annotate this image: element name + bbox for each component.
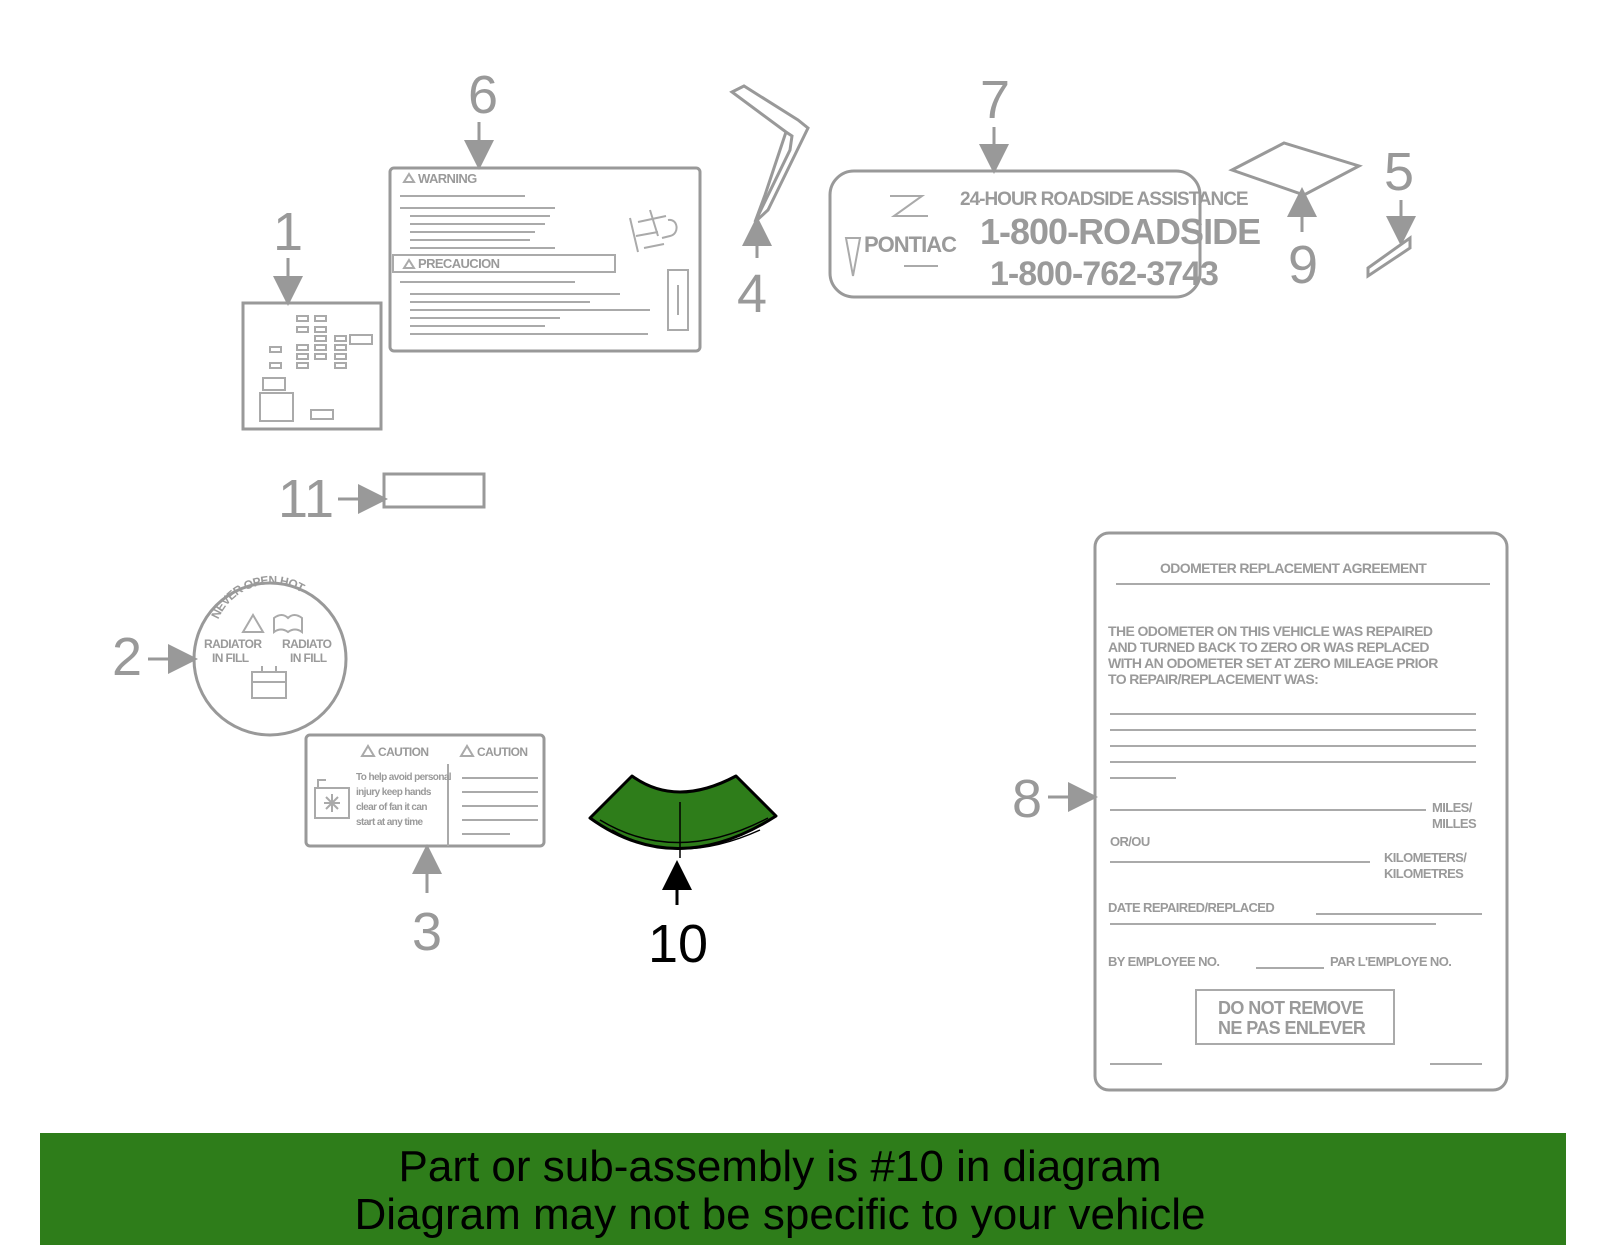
callout-7: 7 [980,70,1010,130]
kilometers-label: KILOMETERS/ [1384,850,1467,865]
odometer-para-1: THE ODOMETER ON THIS VEHICLE WAS REPAIRE… [1108,623,1433,639]
caution-line-1: To help avoid personal [356,772,452,783]
odometer-title: ODOMETER REPLACEMENT AGREEMENT [1160,560,1427,576]
odometer-para-3: WITH AN ODOMETER SET AT ZERO MILEAGE PRI… [1108,655,1438,671]
callout-11: 11 [278,469,334,529]
part-3-caution-label[interactable]: CAUTION CAUTION To help avoid personal i… [304,733,546,848]
oror-label: OR/OU [1110,834,1150,849]
roadside-phone-text: 1-800-ROADSIDE [980,211,1260,252]
fill-right-text: IN FILL [290,651,327,665]
callout-9: 9 [1288,235,1318,295]
banner-line-2: Diagram may not be specific to your vehi… [354,1190,1206,1239]
caution-line-3: clear of fan it can [356,802,427,813]
never-open-hot-text: NEVER OPEN HOT [208,573,308,621]
part-5-strip[interactable] [1366,235,1412,279]
part-6-warning-label[interactable]: WARNING PRECAUCION [388,166,702,353]
kilometres-label: KILOMETRES [1384,866,1464,881]
by-employee-label: BY EMPLOYEE NO. [1108,954,1219,969]
odometer-para-2: AND TURNED BACK TO ZERO OR WAS REPLACED [1108,639,1429,655]
miles-label: MILES/ [1432,800,1473,815]
caution-right-text: CAUTION [477,745,527,759]
par-employe-label: PAR L'EMPLOYE NO. [1330,954,1451,969]
fill-left-text: IN FILL [212,651,249,665]
part-4-strip[interactable] [729,84,810,224]
callout-5: 5 [1384,142,1414,202]
callout-10: 10 [648,914,708,974]
radiator-right-text: RADIATO [282,637,332,651]
callout-6: 6 [468,65,498,125]
airbag-icon [629,209,678,253]
callout-1: 1 [273,202,303,262]
pontiac-emblem-icon [890,195,928,217]
caution-left-text: CAUTION [378,745,428,759]
radiator-left-text: RADIATOR [204,637,262,651]
odometer-para-4: TO REPAIR/REPLACEMENT WAS: [1108,671,1318,687]
do-not-remove-text: DO NOT REMOVE [1218,998,1364,1018]
part-2-radiator-cap-label[interactable]: NEVER OPEN HOT RADIATOR IN FILL RADIATO … [192,573,348,737]
pontiac-text: PONTIAC [864,232,957,257]
part-10-curved-label[interactable] [588,774,778,858]
part-1-fuse-label[interactable] [241,301,383,431]
caution-line-4: start at any time [356,817,424,828]
milles-label: MILLES [1432,816,1477,831]
roadside-phone-number: 1-800-762-3743 [990,255,1218,293]
callout-8: 8 [1012,769,1042,829]
callout-3: 3 [412,902,442,962]
precaucion-text: PRECAUCION [418,256,500,271]
caution-line-2: injury keep hands [356,787,432,798]
ne-pas-enlever-text: NE PAS ENLEVER [1218,1018,1366,1038]
date-repaired-label: DATE REPAIRED/REPLACED [1108,900,1274,915]
part-11-label[interactable] [382,472,486,509]
part-8-odometer-label[interactable]: ODOMETER REPLACEMENT AGREEMENT THE ODOME… [1093,531,1509,1092]
roadside-heading: 24-HOUR ROADSIDE ASSISTANCE [960,189,1248,210]
svg-text:NEVER OPEN HOT: NEVER OPEN HOT [208,573,307,621]
info-banner: Part or sub-assembly is #10 in diagram D… [40,1133,1566,1245]
fan-icon [314,787,350,819]
warning-text: WARNING [418,171,477,186]
part-9-tag[interactable] [1228,141,1363,197]
callout-4: 4 [737,264,767,324]
banner-line-1: Part or sub-assembly is #10 in diagram [398,1142,1162,1191]
callout-2: 2 [112,627,142,687]
part-7-roadside-label[interactable]: PONTIAC 24-HOUR ROADSIDE ASSISTANCE 1-80… [828,169,1261,299]
